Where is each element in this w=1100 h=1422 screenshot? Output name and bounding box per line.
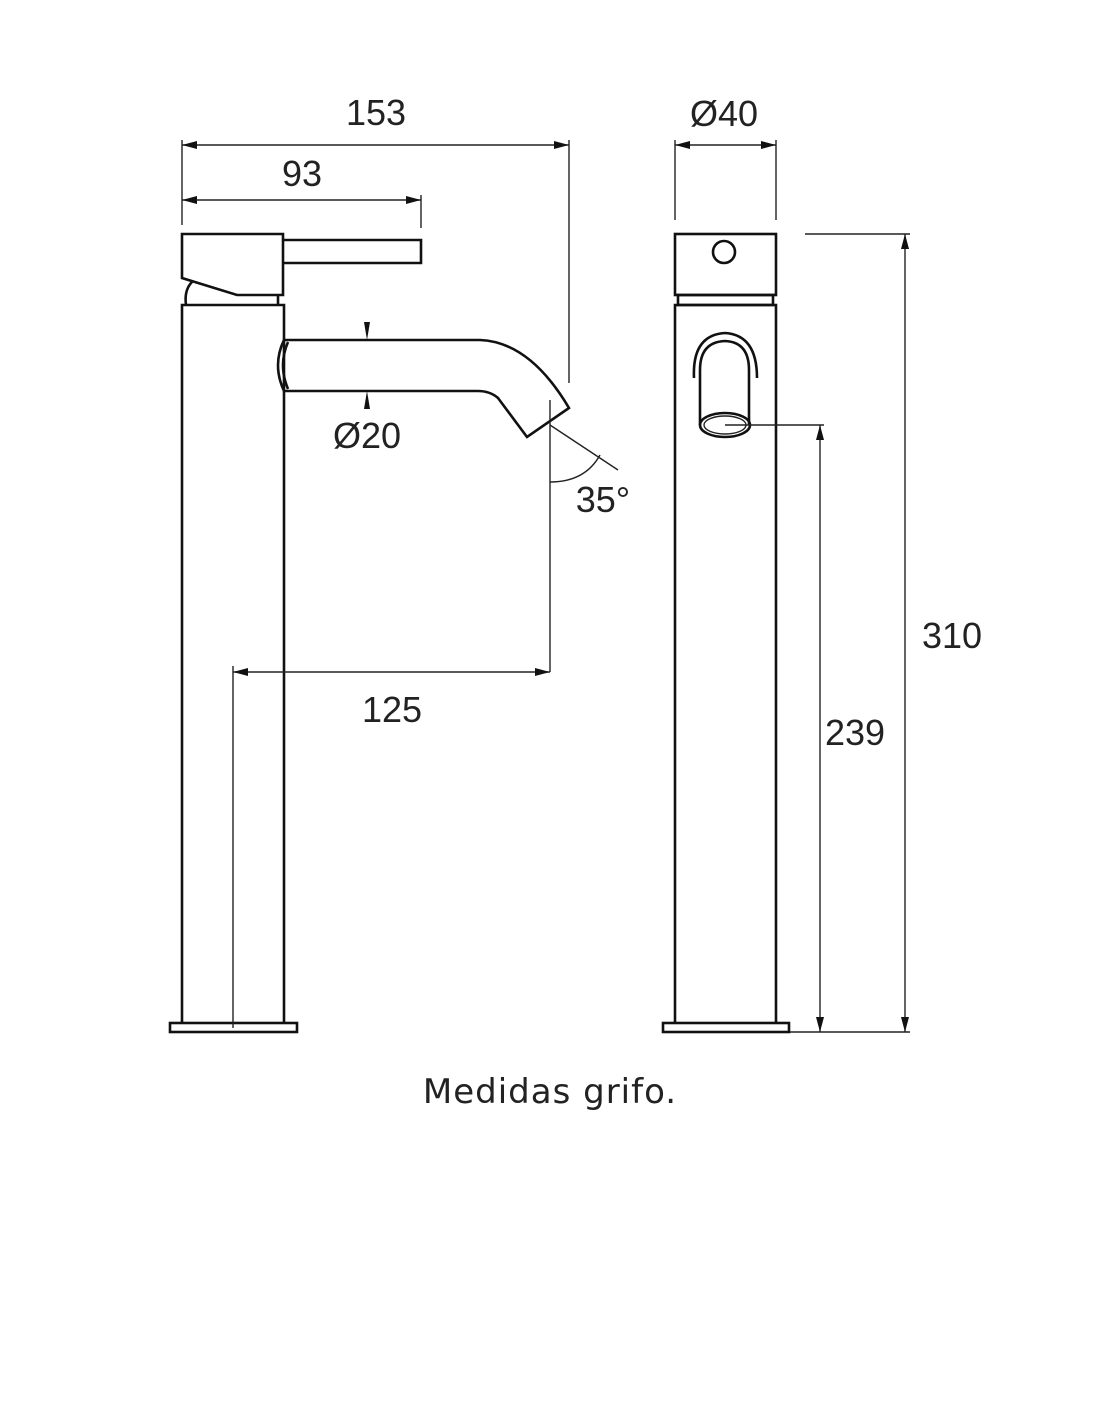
lever bbox=[283, 238, 423, 265]
dimension-spout-diameter: Ø20 bbox=[333, 322, 401, 456]
collar bbox=[184, 281, 280, 306]
spout-joint bbox=[276, 339, 290, 392]
handle-block bbox=[673, 232, 778, 297]
base-plate bbox=[661, 1021, 791, 1034]
lever-end bbox=[711, 239, 737, 265]
dimension-total-height: 310 bbox=[790, 233, 982, 1033]
side-view: 153 93 Ø20 35° 125 bbox=[168, 92, 630, 1034]
dimension-label: 93 bbox=[282, 153, 322, 194]
dimension-lever-width: 93 bbox=[182, 153, 422, 228]
dimension-spout-reach: 125 bbox=[232, 666, 550, 1028]
dimension-body-diameter: Ø40 bbox=[674, 93, 777, 220]
dimension-label: 310 bbox=[922, 615, 982, 656]
handle-block bbox=[180, 232, 285, 297]
dimension-label: Ø20 bbox=[333, 415, 401, 456]
dimension-spout-height: 239 bbox=[725, 424, 885, 1032]
dimension-total-width: 153 bbox=[181, 92, 570, 383]
front-view: Ø40 310 239 bbox=[661, 93, 982, 1034]
spout bbox=[284, 338, 571, 439]
caption: Medidas grifo. bbox=[422, 1072, 678, 1112]
faucet-body bbox=[180, 303, 286, 1023]
dimension-label: 239 bbox=[825, 712, 885, 753]
dimension-label: 153 bbox=[346, 92, 406, 133]
spout-front bbox=[692, 331, 759, 425]
dimension-spout-angle: 35° bbox=[549, 400, 630, 672]
collar bbox=[676, 293, 775, 307]
dimension-label: Ø40 bbox=[690, 93, 758, 134]
dimension-label: 35° bbox=[576, 479, 630, 520]
dimension-label: 125 bbox=[362, 689, 422, 730]
